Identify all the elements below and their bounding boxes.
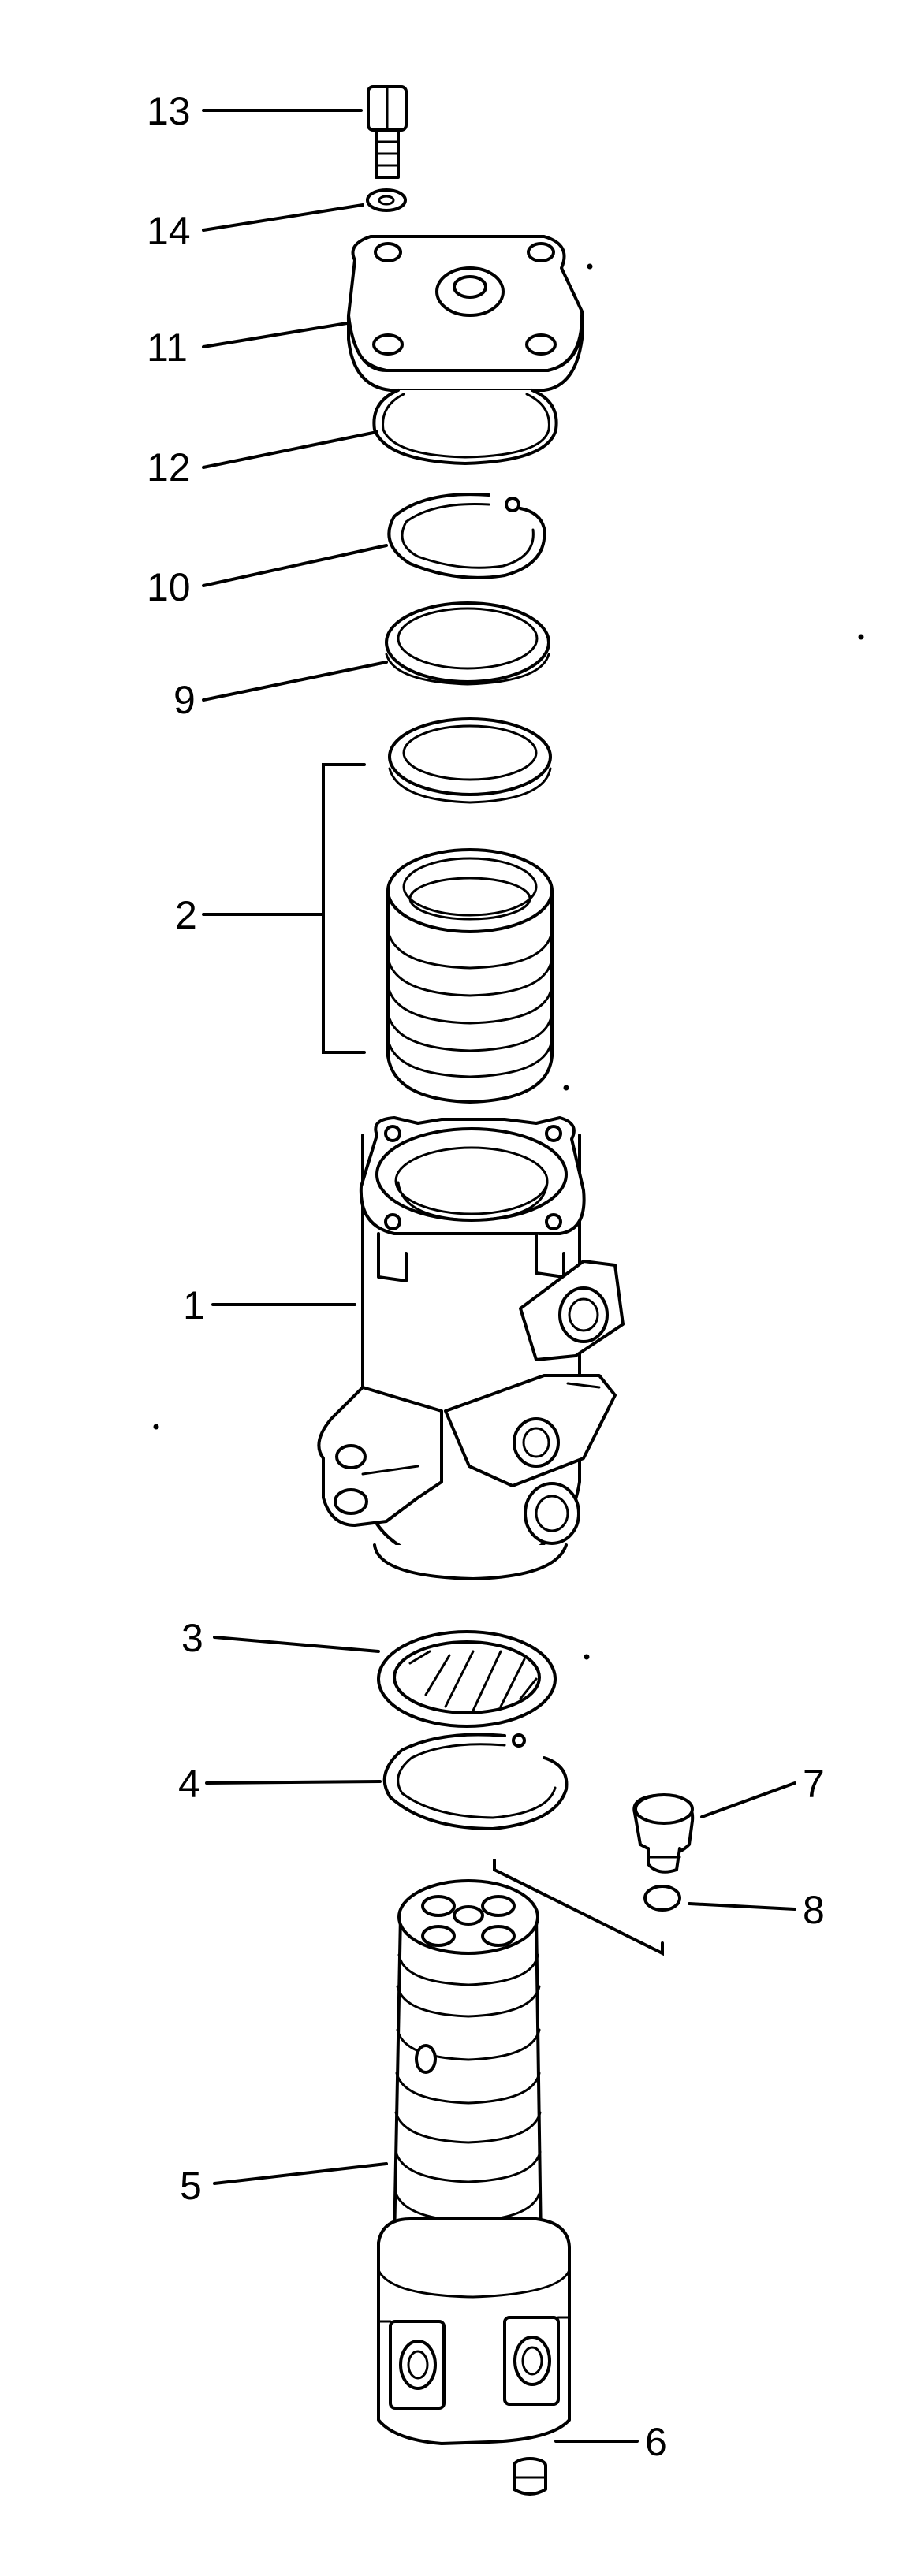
snap-ring-part-4 bbox=[382, 1733, 569, 1830]
callout-5: 5 bbox=[180, 2164, 202, 2208]
body-part-1 bbox=[317, 1116, 625, 1580]
callout-labels: 13 14 11 12 10 9 2 1 3 4 7 8 5 6 bbox=[147, 89, 825, 2464]
callout-8: 8 bbox=[803, 1888, 825, 1932]
callout-12: 12 bbox=[147, 445, 191, 490]
leader-4 bbox=[205, 1780, 382, 1785]
callout-3: 3 bbox=[181, 1616, 203, 1660]
seal-set-part-2 bbox=[322, 717, 554, 1104]
o-ring-part-12 bbox=[372, 389, 558, 465]
plug-part-6 bbox=[513, 2457, 547, 2496]
leader-5 bbox=[213, 2162, 388, 2185]
callout-7: 7 bbox=[803, 1762, 825, 1806]
plug-part-7 bbox=[632, 1793, 695, 1874]
leader-9 bbox=[202, 661, 388, 702]
washer-part-14 bbox=[366, 188, 407, 212]
leader-3 bbox=[213, 1636, 380, 1653]
rotor-part-5 bbox=[377, 1879, 571, 2445]
o-ring-part-8 bbox=[643, 1885, 681, 1912]
leader-8 bbox=[688, 1902, 796, 1911]
leader-12 bbox=[202, 430, 378, 469]
scan-specks bbox=[153, 263, 864, 1660]
bolt-part-13 bbox=[367, 85, 408, 179]
leader-lines bbox=[202, 109, 796, 2443]
leader-7 bbox=[700, 1781, 796, 1818]
callout-4: 4 bbox=[178, 1762, 200, 1806]
leader-14 bbox=[202, 203, 364, 232]
plug-location-leader bbox=[493, 1859, 664, 1956]
callout-13: 13 bbox=[147, 89, 191, 133]
ring-part-9 bbox=[385, 601, 550, 686]
callout-2: 2 bbox=[175, 893, 197, 937]
cover-part-11 bbox=[346, 235, 584, 392]
thrust-plate-part-3 bbox=[377, 1630, 557, 1728]
leader-11 bbox=[202, 322, 349, 348]
callout-14: 14 bbox=[147, 209, 191, 253]
callout-9: 9 bbox=[173, 678, 196, 722]
callout-6: 6 bbox=[645, 2420, 667, 2464]
callout-1: 1 bbox=[183, 1283, 205, 1327]
callout-10: 10 bbox=[147, 565, 191, 609]
leader-10 bbox=[202, 544, 388, 587]
callout-11: 11 bbox=[147, 326, 188, 370]
snap-ring-part-10 bbox=[387, 493, 546, 579]
